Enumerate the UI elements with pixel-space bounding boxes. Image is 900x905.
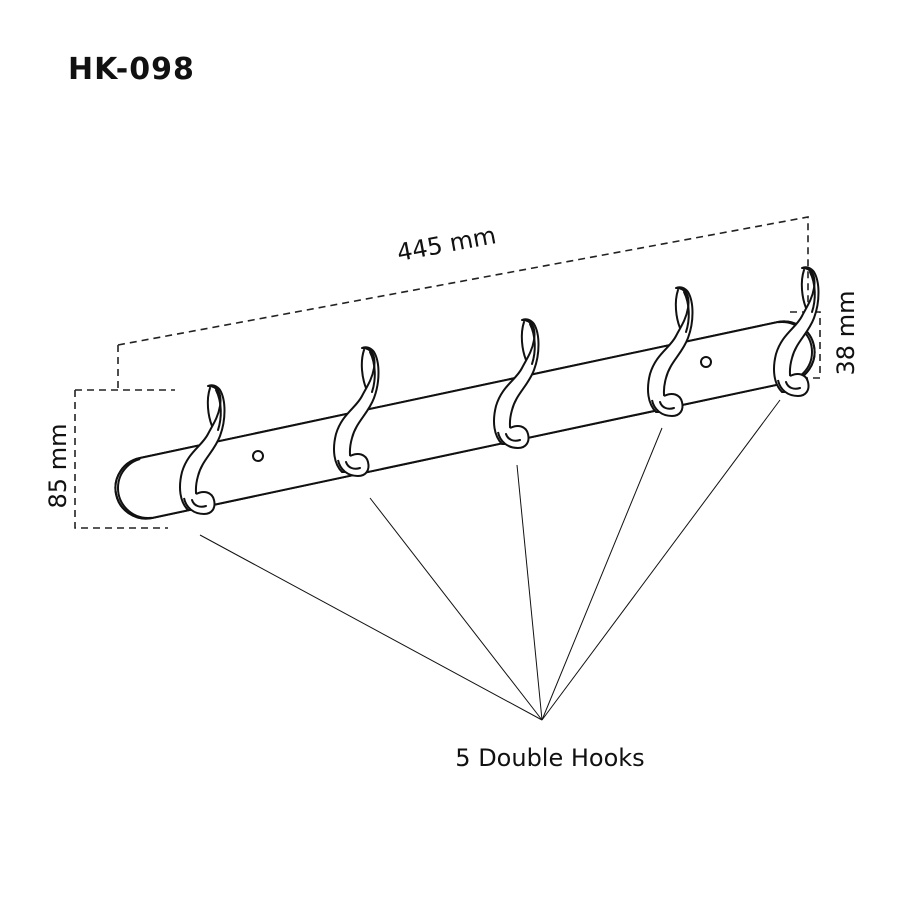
screw-hole-right	[700, 356, 712, 368]
length-dimension-lines	[117, 216, 809, 392]
rail	[114, 320, 816, 520]
height-label: 85 mm	[44, 424, 72, 509]
length-label: 445 mm	[395, 221, 499, 267]
depth-label: 38 mm	[832, 291, 860, 376]
rail-bottom-edge	[151, 381, 791, 519]
callout-leader-lines	[199, 399, 781, 721]
rail-left-curve	[114, 457, 153, 520]
height-dimension-lines	[74, 389, 175, 529]
rail-front-face	[140, 322, 790, 518]
hook-count-label: 5 Double Hooks	[455, 744, 644, 772]
model-code-title: HK-098	[68, 52, 195, 87]
screw-hole-left	[252, 450, 264, 462]
